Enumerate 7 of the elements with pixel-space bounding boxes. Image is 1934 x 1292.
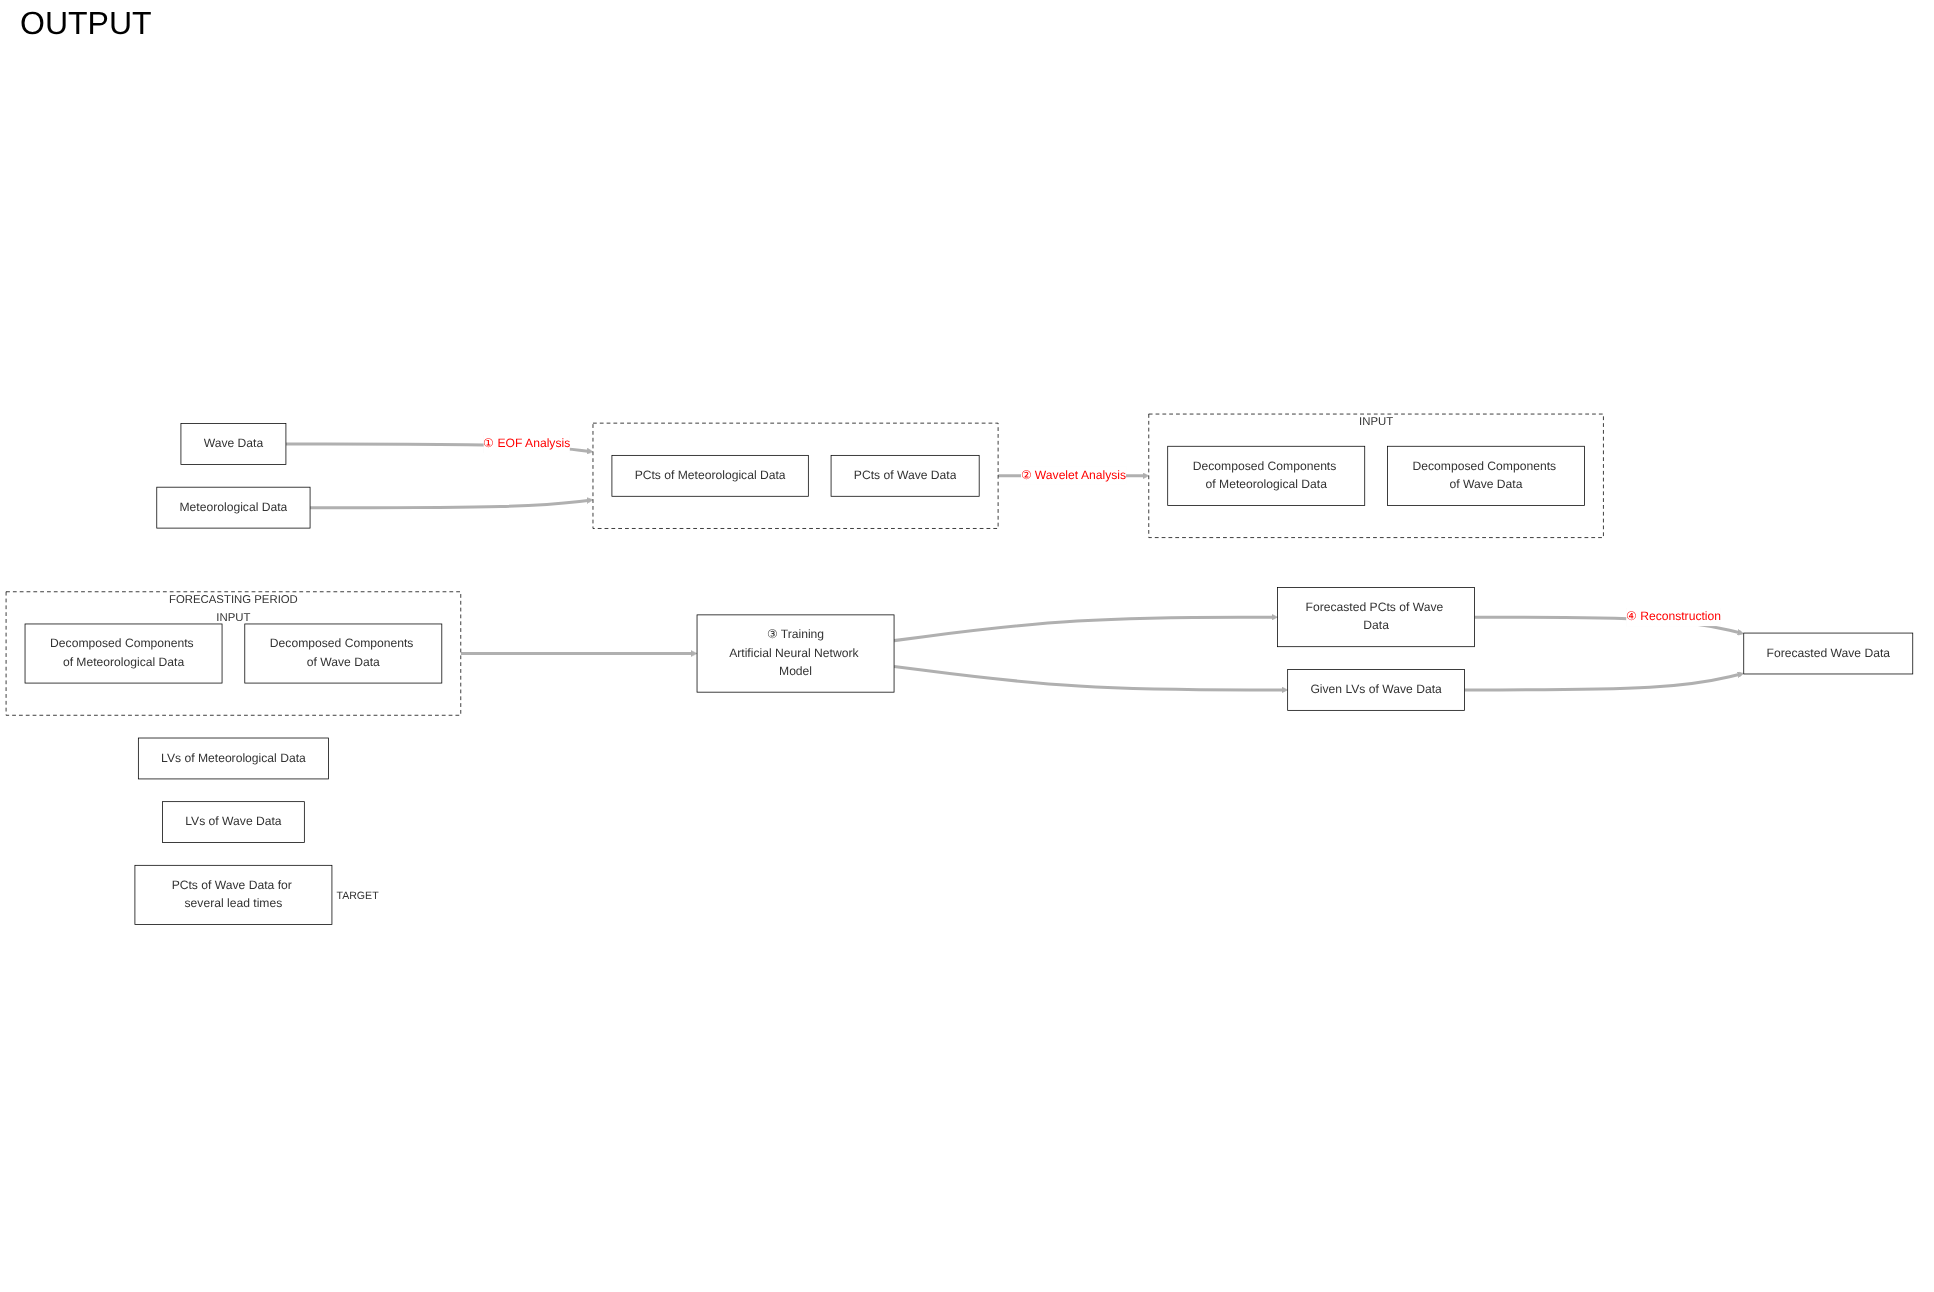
section-label: OUTPUT bbox=[20, 8, 152, 46]
arrow bbox=[893, 664, 1288, 693]
arrow bbox=[310, 496, 594, 509]
arrow bbox=[893, 613, 1278, 642]
arrow bbox=[1464, 670, 1745, 691]
arrow bbox=[460, 649, 698, 657]
cluster bbox=[592, 422, 999, 529]
